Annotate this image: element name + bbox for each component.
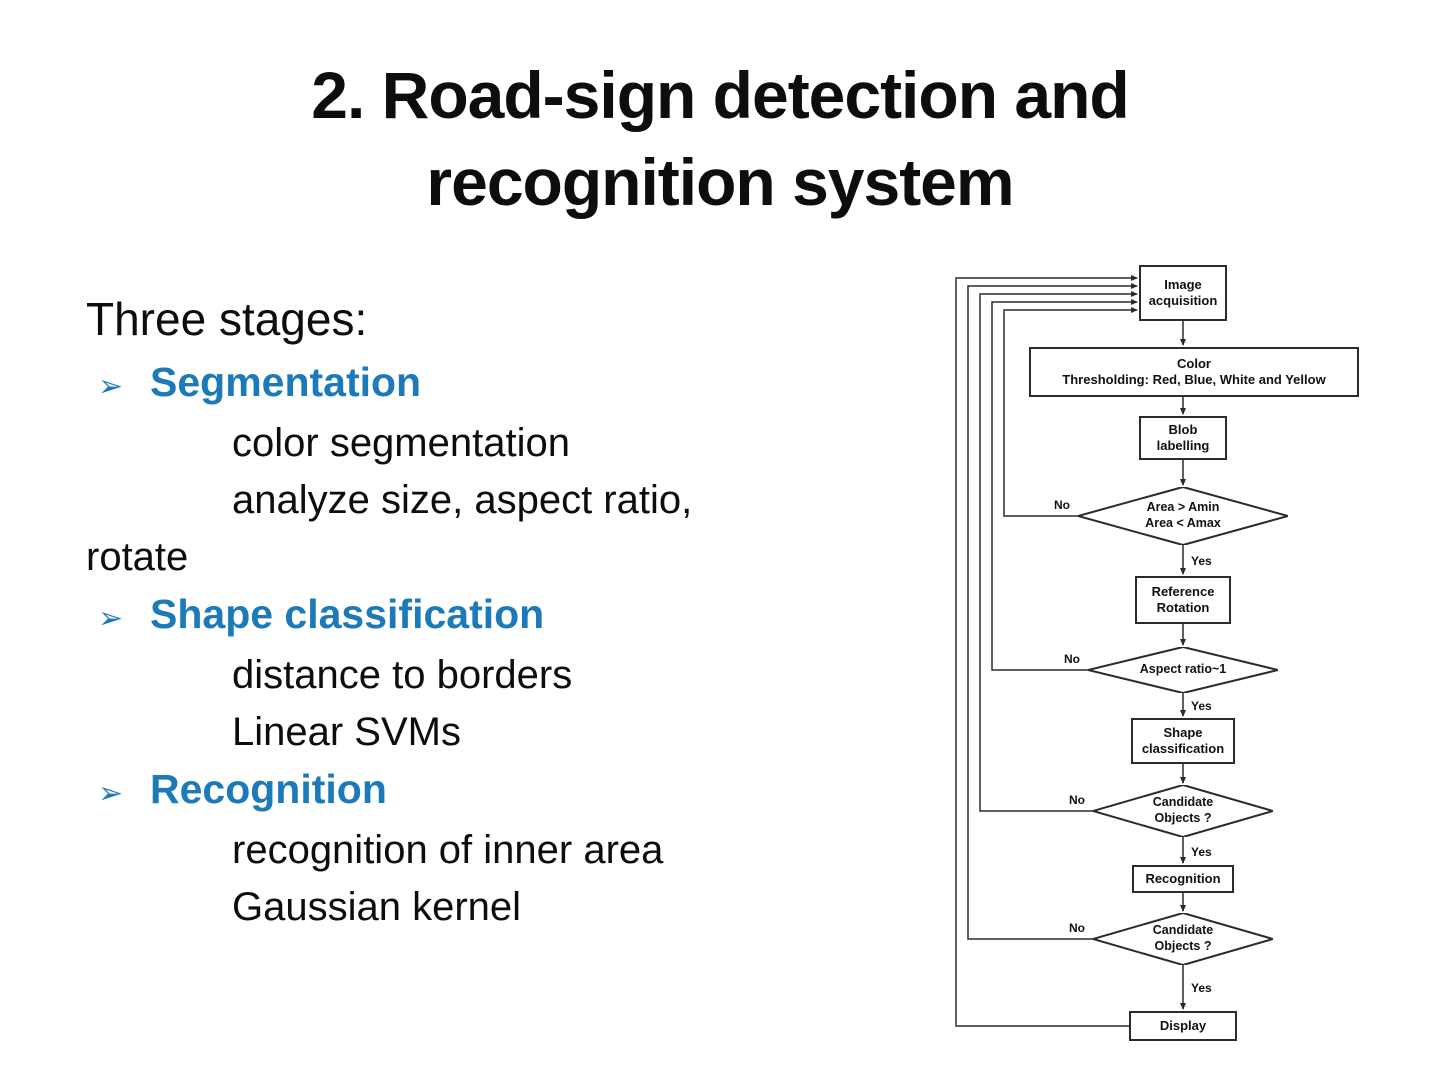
node-text: Objects ? (1154, 811, 1212, 825)
decision-text: Aspect ratio~1 (1088, 647, 1278, 693)
node-text: Rotation (1156, 600, 1210, 615)
node-text: Blob (1168, 422, 1198, 438)
stage-detail: analyze size, aspect ratio, (232, 478, 693, 522)
flowchart: Yes Yes Yes Yes No No No No Image acquis… (940, 258, 1400, 1070)
stage-title: Shape classification (150, 591, 545, 637)
node-text: classification (1141, 741, 1225, 756)
node-text: acquisition (1148, 293, 1218, 308)
branch-labels: Yes Yes Yes Yes No No No No (1054, 498, 1212, 995)
stage-detail: recognition of inner area (232, 828, 664, 872)
yes-label: Yes (1191, 845, 1212, 859)
decision-text: Candidate Objects ? (1093, 785, 1273, 837)
node-text: Recognition (1145, 871, 1221, 887)
yes-label: Yes (1191, 699, 1212, 713)
node-blob-labelling: Blob labelling (1139, 416, 1227, 460)
stage-title: Segmentation (150, 359, 422, 405)
stage-detail: Gaussian kernel (232, 885, 522, 929)
stage-detail-overflow: rotate (86, 535, 189, 579)
stage-bullet-shape-classification: ➢ Shape classification (86, 586, 886, 647)
stages-heading: Three stages: (86, 293, 368, 345)
arrow-bullet-icon: ➢ (98, 777, 124, 810)
node-text: Display (1159, 1018, 1207, 1034)
diamond-shape (1088, 647, 1278, 693)
node-image-acquisition: Image acquisition (1139, 265, 1227, 321)
stage-bullet-recognition: ➢ Recognition (86, 761, 886, 822)
node-text: Image (1164, 277, 1202, 293)
title-line-2: recognition system (426, 145, 1014, 220)
diamond-shape (1093, 785, 1273, 837)
stage-detail: Linear SVMs (232, 710, 461, 754)
diamond-shape (1093, 913, 1273, 965)
node-text: Candidate (1152, 923, 1214, 938)
arrow-bullet-icon: ➢ (98, 602, 124, 635)
node-text: Aspect ratio~1 (1139, 662, 1227, 677)
no-label: No (1054, 498, 1070, 512)
no-label: No (1069, 921, 1085, 935)
title-line-1: 2. Road-sign detection and (311, 58, 1129, 132)
yes-label: Yes (1191, 554, 1212, 568)
diamond-shape (1078, 487, 1288, 545)
no-label: No (1064, 652, 1080, 666)
decision-text: Area > Amin Area < Amax (1078, 487, 1288, 545)
decision-candidate-objects-2: Candidate Objects ? (1093, 913, 1273, 965)
node-text: labelling (1156, 438, 1210, 453)
stage-detail: distance to borders (232, 653, 573, 697)
decision-candidate-objects-1: Candidate Objects ? (1093, 785, 1273, 837)
stage-title: Recognition (150, 766, 387, 812)
node-text: Shape (1163, 725, 1203, 741)
no-label: No (1069, 793, 1085, 807)
node-text: Reference (1151, 584, 1215, 600)
decision-area-check: Area > Amin Area < Amax (1078, 487, 1288, 545)
stages-list: Three stages: ➢ Segmentation color segme… (86, 290, 886, 936)
arrow-bullet-icon: ➢ (98, 370, 124, 403)
yes-label: Yes (1191, 981, 1212, 995)
node-text: Area < Amax (1145, 516, 1221, 530)
node-text: Candidate (1152, 795, 1214, 810)
node-shape-classification: Shape classification (1131, 718, 1235, 764)
node-text: Objects ? (1154, 939, 1212, 953)
node-reference-rotation: Reference Rotation (1135, 576, 1231, 624)
decision-aspect-ratio: Aspect ratio~1 (1088, 647, 1278, 693)
stage-detail: color segmentation (232, 421, 570, 465)
page-title: 2. Road-sign detection and recognition s… (0, 52, 1440, 226)
node-text: Color (1177, 356, 1211, 372)
decision-text: Candidate Objects ? (1093, 913, 1273, 965)
node-text: Thresholding: Red, Blue, White and Yello… (1062, 372, 1326, 387)
flowchart-connectors: Yes Yes Yes Yes No No No No (955, 275, 1212, 1027)
node-text: Area > Amin (1146, 500, 1220, 515)
node-recognition: Recognition (1132, 865, 1234, 893)
no-loop-arrows (955, 275, 1138, 1027)
node-color-thresholding: Color Thresholding: Red, Blue, White and… (1029, 347, 1359, 397)
node-display: Display (1129, 1011, 1237, 1041)
stage-bullet-segmentation: ➢ Segmentation (86, 354, 886, 415)
